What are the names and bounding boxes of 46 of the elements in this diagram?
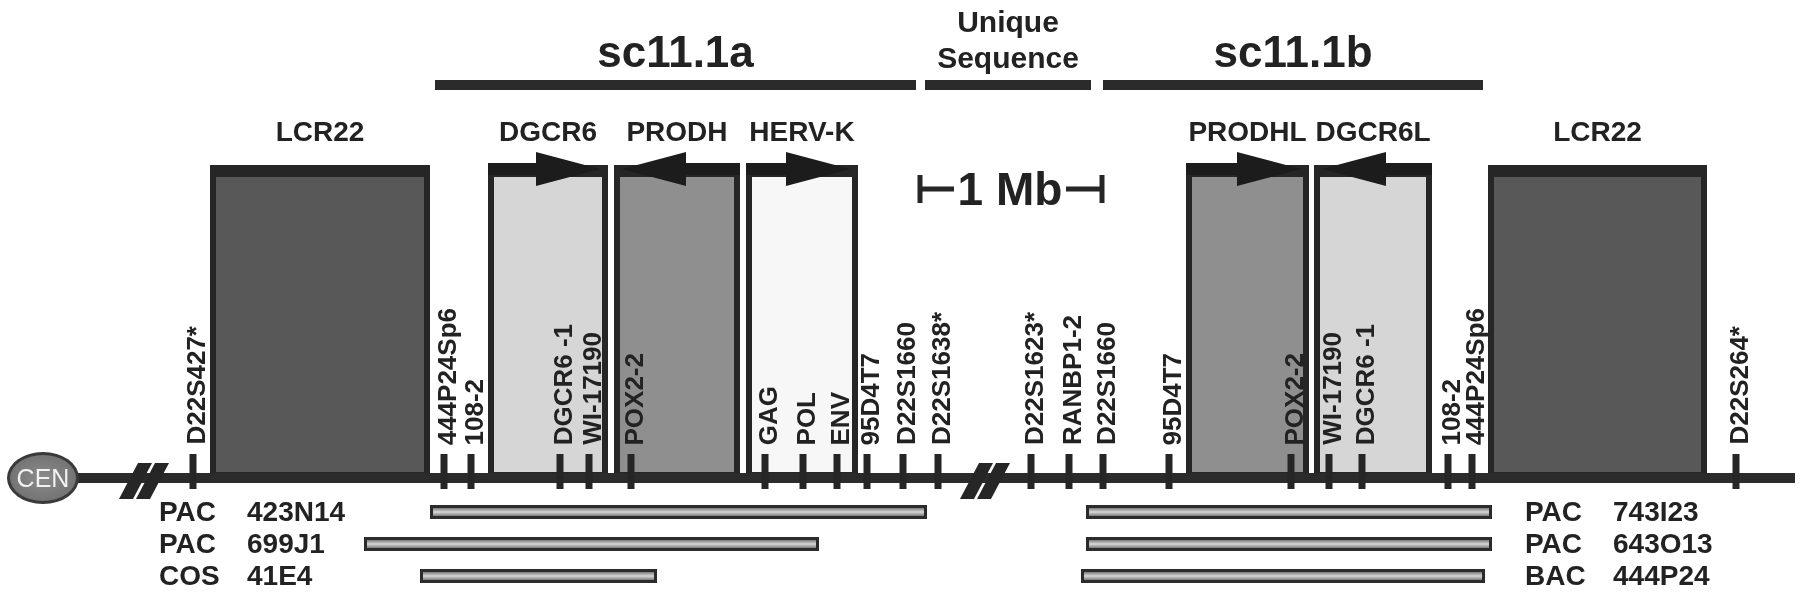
marker-label: POX2-2 <box>1282 352 1306 445</box>
clone-name: 643O13 <box>1613 529 1713 559</box>
marker-label: 95D4T7 <box>858 352 882 445</box>
clone-name: 41E4 <box>247 561 313 591</box>
clone-name: COS <box>159 561 220 591</box>
marker-label: 95D4T7 <box>1160 352 1184 445</box>
region-name: PRODHL <box>1188 116 1307 148</box>
marker-label: WI-17190 <box>580 332 604 445</box>
marker-label: ENV <box>828 391 852 445</box>
region-name: DGCR6L <box>1315 116 1431 148</box>
marker-label: D22S1660 <box>894 322 918 445</box>
clone-name: 444P24 <box>1613 561 1710 591</box>
segment-name: sc11.1a <box>597 28 754 76</box>
region-name: HERV-K <box>749 116 855 148</box>
region-name: PRODH <box>626 116 728 148</box>
centromere-oval: CEN <box>7 452 79 504</box>
region-name: DGCR6 <box>499 116 597 148</box>
marker-label: 108-2 <box>1439 378 1463 445</box>
segment-name: sc11.1b <box>1213 28 1373 76</box>
marker-label: 444P24Sp6 <box>435 307 459 445</box>
marker-label: GAG <box>756 385 780 445</box>
marker-label: 444P24Sp6 <box>1463 307 1487 445</box>
marker-label: D22S1660 <box>1094 322 1118 445</box>
clone-name: PAC <box>159 497 217 527</box>
clone-name: PAC <box>1525 529 1583 559</box>
clone-name: PAC <box>159 529 217 559</box>
marker-label: D22S264* <box>1727 326 1751 445</box>
region-name: LCR22 <box>1553 116 1642 148</box>
segment-name: Unique Sequence <box>936 4 1080 76</box>
clone-name: 743I23 <box>1613 497 1699 527</box>
marker-label: DGCR6 -1 <box>1353 323 1377 445</box>
marker-label: RANBP1-2 <box>1060 314 1084 445</box>
marker-label: POL <box>794 391 818 445</box>
clone-name: BAC <box>1525 561 1586 591</box>
marker-label: POX2-2 <box>622 352 646 445</box>
clone-name: 423N14 <box>247 497 346 527</box>
marker-label: DGCR6 -1 <box>551 323 575 445</box>
marker-label: D22S1623* <box>1022 312 1046 445</box>
marker-label: D22S427* <box>184 326 208 445</box>
region-name: LCR22 <box>275 116 365 148</box>
clone-name: 699J1 <box>247 529 325 559</box>
clone-name: PAC <box>1525 497 1583 527</box>
marker-label: 108-2 <box>462 378 486 445</box>
scale-label: 1 Mb <box>957 164 1063 214</box>
marker-label: WI-17190 <box>1320 332 1344 445</box>
marker-label: D22S1638* <box>929 312 953 445</box>
